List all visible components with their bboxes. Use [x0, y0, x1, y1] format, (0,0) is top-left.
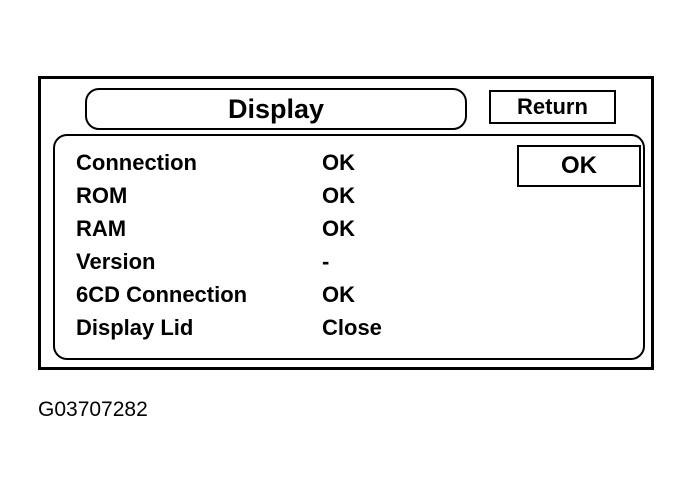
status-label: ROM	[76, 182, 128, 208]
ok-button[interactable]: OK	[517, 145, 641, 187]
status-panel: Connection OK ROM OK RAM OK Version - 6C…	[53, 134, 645, 360]
status-label: Display Lid	[76, 314, 194, 340]
status-value: -	[322, 248, 330, 274]
status-value: OK	[322, 149, 355, 175]
status-label: Connection	[76, 149, 197, 175]
status-value: Close	[322, 314, 382, 340]
status-label: RAM	[76, 215, 127, 241]
status-row-connection: Connection OK	[76, 146, 406, 179]
display-screen: Display Return Connection OK ROM OK RAM …	[38, 76, 654, 370]
status-value: OK	[322, 281, 355, 307]
status-row-version: Version -	[76, 245, 406, 278]
status-row-display-lid: Display Lid Close	[76, 311, 406, 344]
status-value: OK	[322, 182, 355, 208]
figure-code: G03707282	[38, 398, 148, 421]
status-row-rom: ROM OK	[76, 179, 406, 212]
status-value: OK	[322, 215, 355, 241]
return-button[interactable]: Return	[489, 90, 616, 124]
status-list: Connection OK ROM OK RAM OK Version - 6C…	[76, 146, 406, 344]
page-title: Display	[85, 88, 467, 130]
status-label: 6CD Connection	[76, 281, 248, 307]
status-row-6cd-connection: 6CD Connection OK	[76, 278, 406, 311]
status-label: Version	[76, 248, 156, 274]
status-row-ram: RAM OK	[76, 212, 406, 245]
